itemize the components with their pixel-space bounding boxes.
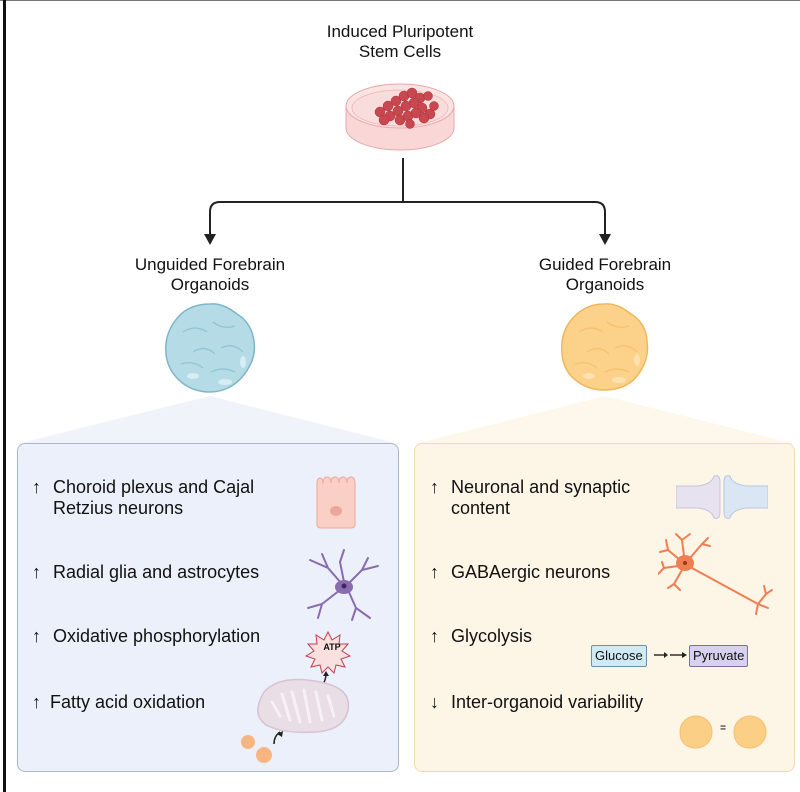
- mitochondrion-icon: [257, 678, 350, 734]
- atp-label: ATP: [323, 642, 341, 652]
- title-line-1: Induced Pluripotent: [326, 22, 474, 41]
- right-item-gabaergic-label: GABAergic neurons: [451, 562, 611, 582]
- glycolysis-arrow-icon: [654, 652, 687, 658]
- arrow-left-head: [204, 234, 216, 245]
- up-arrow-icon: ↑: [430, 562, 439, 582]
- right-item-gabaergic: ↑ GABAergic neurons: [430, 562, 610, 583]
- up-arrow-icon: ↑: [32, 692, 41, 712]
- left-item-choroid-line-1: Choroid plexus and Cajal: [53, 477, 255, 497]
- unguided-organoid-icon: [165, 303, 256, 393]
- equals-label: =: [720, 723, 726, 734]
- down-arrow-icon: ↓: [430, 692, 439, 712]
- label-unguided-line-1: Unguided Forebrain: [134, 255, 286, 274]
- up-arrow-icon: ↑: [32, 562, 41, 582]
- right-item-glycolysis-label: Glycolysis: [451, 626, 533, 646]
- mitochondrion-atp-group: [241, 630, 352, 763]
- choroid-plexus-cell-icon: [316, 476, 356, 529]
- left-item-oxphos-label: Oxidative phosphorylation: [53, 626, 261, 646]
- title-ipsc: Induced Pluripotent Stem Cells: [300, 22, 500, 62]
- right-item-glycolysis: ↑ Glycolysis: [430, 626, 532, 647]
- label-guided: Guided Forebrain Organoids: [495, 255, 715, 295]
- right-item-variability: ↓ Inter-organoid variability: [430, 692, 643, 713]
- frame-top-border: [0, 0, 800, 1]
- arrow-right-head: [599, 234, 611, 245]
- label-unguided-line-2: Organoids: [170, 275, 250, 294]
- left-item-choroid-line-2: Retzius neurons: [53, 498, 184, 518]
- equal-organoids-icon: [679, 715, 767, 749]
- panel-fan-shading: [17, 396, 795, 444]
- astrocyte-icon: [307, 549, 379, 621]
- lipid-droplet-icon: [256, 747, 272, 763]
- left-item-radial-glia-label: Radial glia and astrocytes: [53, 562, 260, 582]
- frame-left-border: [3, 0, 6, 792]
- gabaergic-neuron-icon: [658, 533, 773, 615]
- title-line-2: Stem Cells: [358, 42, 442, 61]
- label-guided-line-2: Organoids: [565, 275, 645, 294]
- pyruvate-box: Pyruvate: [689, 645, 749, 667]
- up-arrow-icon: ↑: [430, 477, 439, 497]
- fatty-acid-arrow-icon: [273, 731, 281, 745]
- synapse-icon: [676, 475, 768, 519]
- up-arrow-icon: ↑: [32, 477, 41, 497]
- lipid-droplet-icon: [241, 735, 255, 749]
- guided-organoid-icon: [561, 303, 649, 391]
- branch-connector: [204, 158, 611, 245]
- glucose-box: Glucose: [591, 645, 647, 667]
- up-arrow-icon: ↑: [32, 626, 41, 646]
- up-arrow-icon: ↑: [430, 626, 439, 646]
- left-item-fatty-acid: ↑ Fatty acid oxidation: [32, 692, 205, 713]
- petri-dish-icon: [345, 83, 455, 151]
- right-item-variability-label: Inter-organoid variability: [451, 692, 644, 712]
- label-guided-line-1: Guided Forebrain: [538, 255, 672, 274]
- left-item-oxphos: ↑ Oxidative phosphorylation: [32, 626, 260, 647]
- left-item-radial-glia: ↑ Radial glia and astrocytes: [32, 562, 259, 583]
- label-unguided: Unguided Forebrain Organoids: [100, 255, 320, 295]
- atp-burst-icon: [304, 630, 352, 674]
- right-item-neuronal-line-2: content: [451, 498, 511, 518]
- left-item-fatty-acid-label: Fatty acid oxidation: [50, 692, 206, 712]
- right-item-neuronal-line-1: Neuronal and synaptic: [451, 477, 631, 497]
